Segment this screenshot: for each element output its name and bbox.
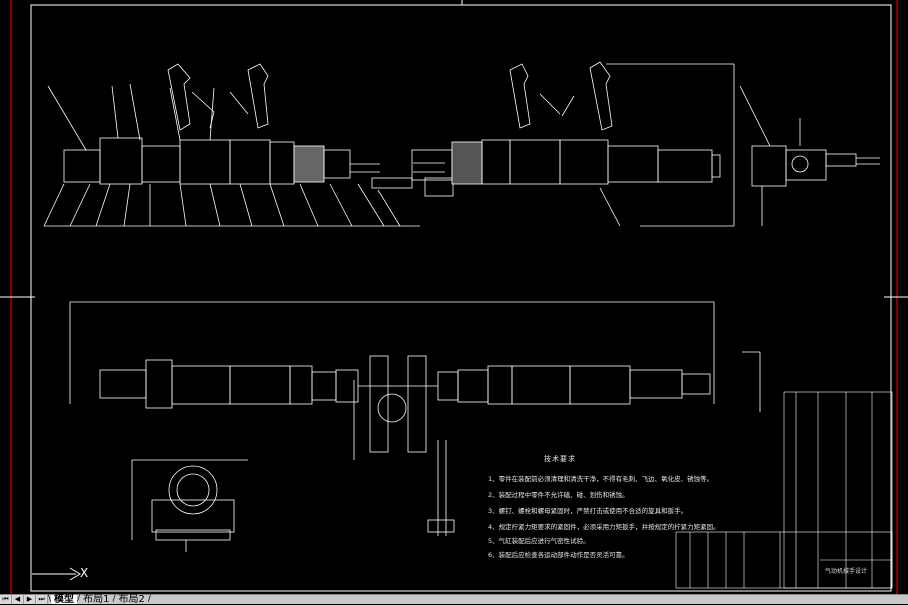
- tech-requirement-3: 3、螺钉、螺栓和螺母紧固时，严禁打击或使用不合适的旋具和扳手。: [488, 507, 688, 515]
- prev-layout-icon[interactable]: ◀: [12, 595, 24, 604]
- tech-requirement-4: 4、规定拧紧力矩要求的紧固件，必须采用力矩扳手，并按规定的拧紧力矩紧固。: [488, 523, 720, 531]
- ucs-x-label: X: [80, 566, 89, 580]
- tech-requirement-6: 6、装配后应检查各运动部件动作是否灵活可靠。: [488, 551, 629, 559]
- title-block: [675, 531, 893, 589]
- tab-separator: /: [77, 594, 81, 604]
- top-assembly-view: [43, 61, 735, 227]
- tech-requirement-1: 1、零件在装配前必须清理和清洗干净，不得有毛刺、飞边、氧化皮、锈蚀等。: [488, 475, 714, 483]
- title-block-line-1: 气动机械手设计: [825, 568, 868, 575]
- tab-layout2[interactable]: 布局2: [118, 594, 145, 605]
- side-view: [739, 85, 880, 226]
- section-view: [131, 459, 248, 552]
- tech-requirement-2: 2、装配过程中零件不允许磕、碰、划伤和锈蚀。: [488, 491, 629, 499]
- last-layout-icon[interactable]: ⏭: [36, 595, 48, 604]
- parts-list: [783, 391, 893, 589]
- tab-layout1[interactable]: 布局1: [83, 594, 110, 605]
- tab-separator: /: [112, 594, 116, 604]
- tab-separator: \: [48, 594, 52, 604]
- tab-model[interactable]: 模型: [51, 595, 78, 605]
- tech-requirements-title: 技术要求: [544, 455, 576, 463]
- sheet-border-inner: [0, 0, 908, 592]
- tab-separator: /: [147, 594, 151, 604]
- title-block-text: 气动机械手设计: [825, 568, 885, 575]
- next-layout-icon[interactable]: ▶: [24, 595, 36, 604]
- layout-tab-bar: ⏮ ◀ ▶ ⏭ \ 模型 / 布局1 / 布局2 /: [0, 594, 908, 605]
- ucs-icon: [32, 567, 81, 581]
- tech-requirement-5: 5、气缸装配后应进行气密性试验。: [488, 537, 590, 545]
- plan-view: [69, 301, 761, 536]
- first-layout-icon[interactable]: ⏮: [0, 595, 12, 604]
- sheet-border-red: [10, 0, 898, 594]
